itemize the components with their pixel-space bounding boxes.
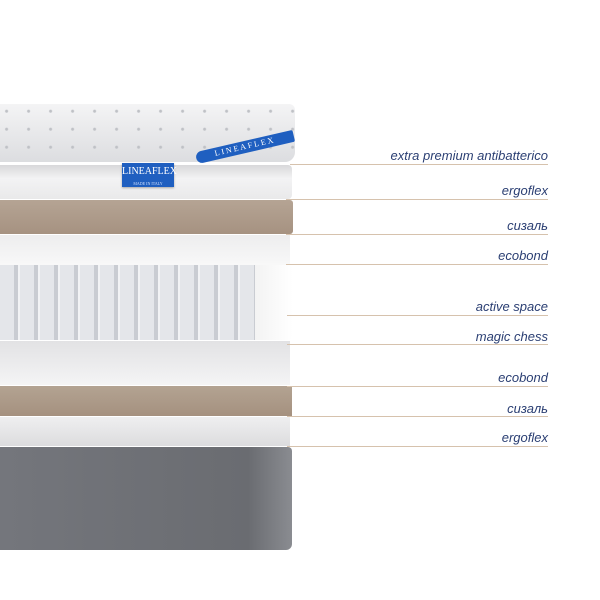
brand-logo-tag: LINEAFLEX MADE IN ITALY: [122, 163, 177, 187]
sisal-layer-top: [0, 200, 293, 234]
magic-chess-layer: [0, 341, 290, 385]
active-space-springs: [0, 265, 255, 340]
leader-line: [287, 416, 548, 417]
leader-line: [287, 446, 548, 447]
layer-label-active-space: active space: [475, 299, 548, 314]
base-layer: [0, 447, 292, 550]
active-space-frame: [255, 265, 293, 340]
layer-label-magic-chess: magic chess: [475, 329, 548, 344]
layer-label-ecobond-bottom: ecobond: [498, 370, 548, 385]
leader-line: [286, 234, 548, 235]
leader-line: [287, 344, 548, 345]
layer-label-extra-premium: extra premium antibatterico: [390, 148, 548, 163]
leader-line: [286, 264, 548, 265]
layer-label-ecobond-top: ecobond: [498, 248, 548, 263]
logo-text: LINEAFLEX: [122, 166, 177, 177]
ergoflex-layer-bottom: [0, 417, 290, 446]
leader-line: [290, 164, 548, 165]
layer-label-sisal-top: сизаль: [507, 218, 548, 233]
ecobond-layer-top: [0, 235, 290, 265]
layer-label-ergoflex-bottom: ergoflex: [501, 430, 548, 445]
quilted-top-layer: [0, 104, 295, 162]
logo-subtext: MADE IN ITALY: [133, 181, 163, 186]
leader-line: [286, 199, 548, 200]
leader-line: [287, 315, 548, 316]
sisal-layer-bottom: [0, 386, 292, 416]
layer-label-ergoflex-top: ergoflex: [501, 183, 548, 198]
leader-line: [287, 386, 548, 387]
layer-label-sisal-bottom: сизаль: [507, 401, 548, 416]
